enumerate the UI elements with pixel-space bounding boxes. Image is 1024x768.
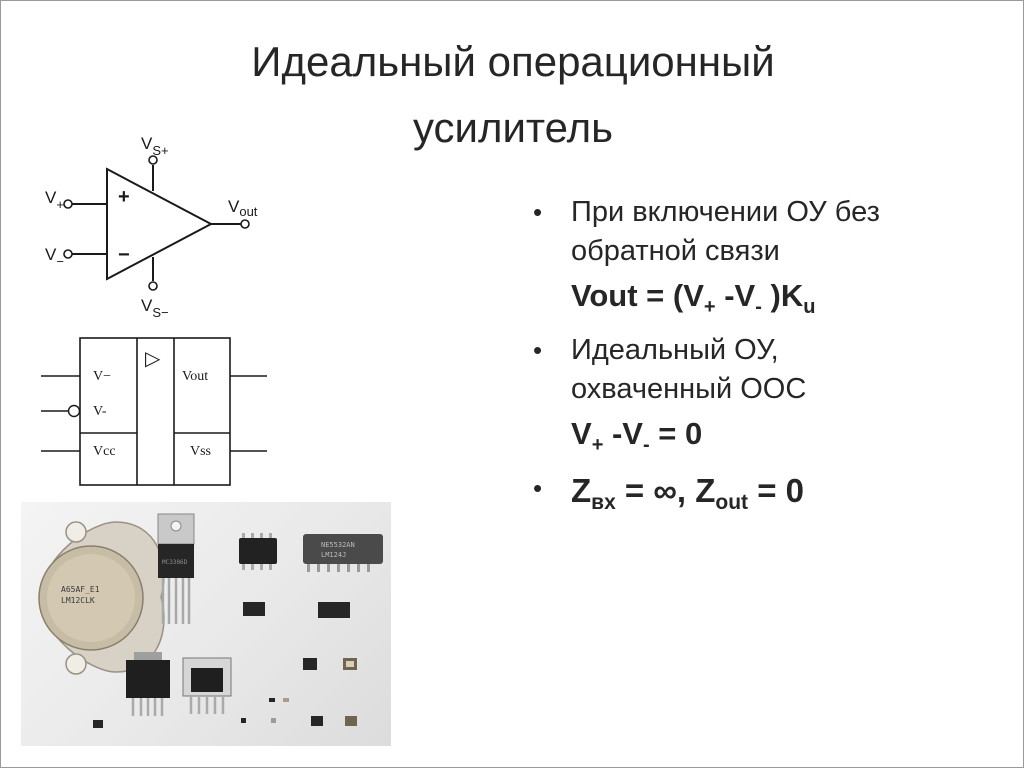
tiny-packages [93,658,357,728]
block-vss-label: Vss [190,444,211,459]
slide-title: Идеальный операционный усилитель [131,29,895,161]
bullet-ideal-opamp-feedback: • Идеальный ОУ, охваченный ООС V+ -V- = … [531,331,1001,459]
block-pin1-label: V− [93,369,111,384]
vs-minus-label: VS− [141,296,169,319]
vplus-label: V+ [45,188,64,212]
bullet-2-line-2: охваченный ООС [571,373,807,405]
vminus-label: V− [45,245,64,269]
input-difference-formula: V+ -V- = 0 [571,416,703,456]
minus-sign: − [118,244,130,266]
bullet-1-line-1: При включении ОУ без [571,196,880,228]
bullet-glyph: • [533,335,543,365]
vout-formula: Vout = (V+ -V- )Ku [571,278,816,318]
vplus-terminal [63,199,73,209]
opamp-schematic-symbol: + − VS+ VS− V+ V− Vout [45,134,258,319]
opamp-block-symbol: V− V- Vcc Vout Vss ▷ [41,337,267,486]
cerdip-package: NE5532AN LM124J [303,534,383,572]
bullet-1-line-2: обратной связи [571,235,780,267]
opamp-triangle [106,167,214,281]
vout-label: Vout [228,197,258,219]
vs-plus-label: VS+ [141,134,169,158]
svg-text:LM12CLK: LM12CLK [61,596,95,605]
inverting-input-circle [67,404,81,418]
vs-minus-terminal [148,281,158,291]
svg-text:A65AF_E1: A65AF_E1 [61,585,100,594]
bullet-no-feedback: • При включении ОУ без обратной связи Vo… [531,193,1001,321]
to3-can-package: A65AF_E1 LM12CLK [38,521,165,675]
title-line-2: усилитель [412,104,614,151]
bullet-glyph: • [533,197,543,227]
amplifier-triangle-icon: ▷ [145,348,161,370]
soic-package-wide [318,602,350,618]
opamp-packages-photo: A65AF_E1 LM12CLK MC3386D [21,502,391,746]
to220-package: MC3386D [157,513,195,624]
impedance-formula: Zвх = ∞, Zout = 0 [571,472,805,514]
plus-sign: + [118,186,130,208]
svg-text:MC3386D: MC3386D [162,559,188,566]
svg-text:LM124J: LM124J [321,551,346,559]
vminus-terminal [63,249,73,259]
svg-text:NE5532AN: NE5532AN [321,541,355,549]
opamp-packages-illustration: A65AF_E1 LM12CLK MC3386D [38,513,383,728]
title-line-1: Идеальный операционный [251,38,775,85]
soic-package-small [243,602,265,616]
vout-terminal [240,219,250,229]
bullet-glyph: • [533,473,543,503]
dip8-package [239,533,277,570]
block-vout-label: Vout [182,369,208,384]
d2pak-package-2 [182,657,232,714]
bullet-impedance: • Zвх = ∞, Zout = 0 [531,469,1001,513]
bullet-2-line-1: Идеальный ОУ, [571,334,779,366]
bullet-list: • При включении ОУ без обратной связи Vo… [531,193,1001,523]
block-pin3-label: Vcc [93,444,116,459]
d2pak-package-1 [126,652,170,716]
vs-plus-terminal [148,155,158,165]
block-pin2-label: V- [93,404,107,419]
